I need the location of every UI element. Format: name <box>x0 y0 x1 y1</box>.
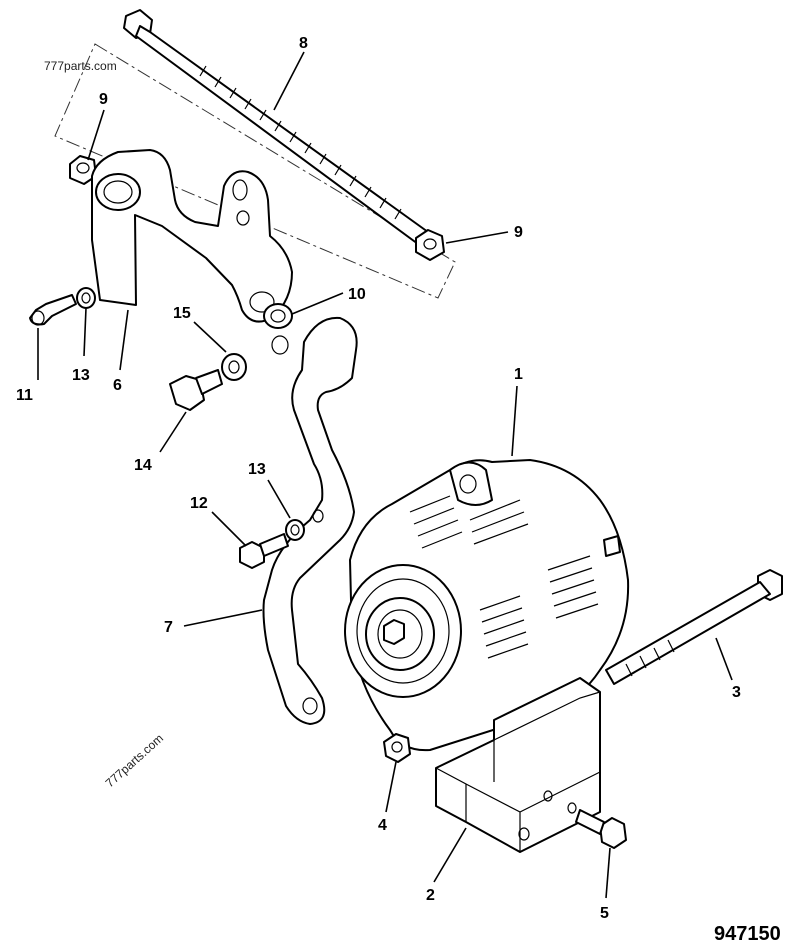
flange-nut-icon <box>383 733 411 763</box>
callout-14: 14 <box>134 457 152 474</box>
callout-1: 1 <box>514 366 523 383</box>
callout-10: 10 <box>348 286 366 303</box>
adjusting-link-icon <box>262 316 358 725</box>
watermark: 777parts.com <box>44 59 117 73</box>
nut-icon <box>415 229 445 261</box>
callout-2: 2 <box>426 887 435 904</box>
alternator-icon <box>344 459 630 752</box>
washer-icon <box>221 353 247 381</box>
callout-9: 9 <box>99 91 108 108</box>
callout-15: 15 <box>173 305 191 322</box>
callout-6: 6 <box>113 377 122 394</box>
socket-head-bolt-icon <box>29 294 77 326</box>
callout-12: 12 <box>190 495 208 512</box>
callout-11: 11 <box>16 387 33 404</box>
washer-icon <box>285 519 305 541</box>
callout-13: 13 <box>248 461 266 478</box>
leader-lines <box>37 51 733 899</box>
callout-8: 8 <box>299 35 308 52</box>
figure-number: 947150 <box>714 923 781 945</box>
callout-9: 9 <box>514 224 523 241</box>
callout-3: 3 <box>732 684 741 701</box>
hex-bolt-icon <box>239 533 289 569</box>
hex-bolt-icon <box>575 809 627 849</box>
hex-bolt-icon <box>169 369 223 411</box>
callout-7: 7 <box>164 619 173 636</box>
mounting-block-icon <box>435 677 601 853</box>
alignment-guide <box>54 43 456 299</box>
watermark: 777parts.com <box>103 731 166 790</box>
callout-5: 5 <box>600 905 609 922</box>
callout-4: 4 <box>378 817 387 834</box>
long-hex-bolt-icon <box>605 569 783 685</box>
bracket-icon <box>91 149 293 323</box>
callout-13: 13 <box>72 367 90 384</box>
washer-icon <box>76 287 96 309</box>
bushing-icon <box>263 303 293 329</box>
